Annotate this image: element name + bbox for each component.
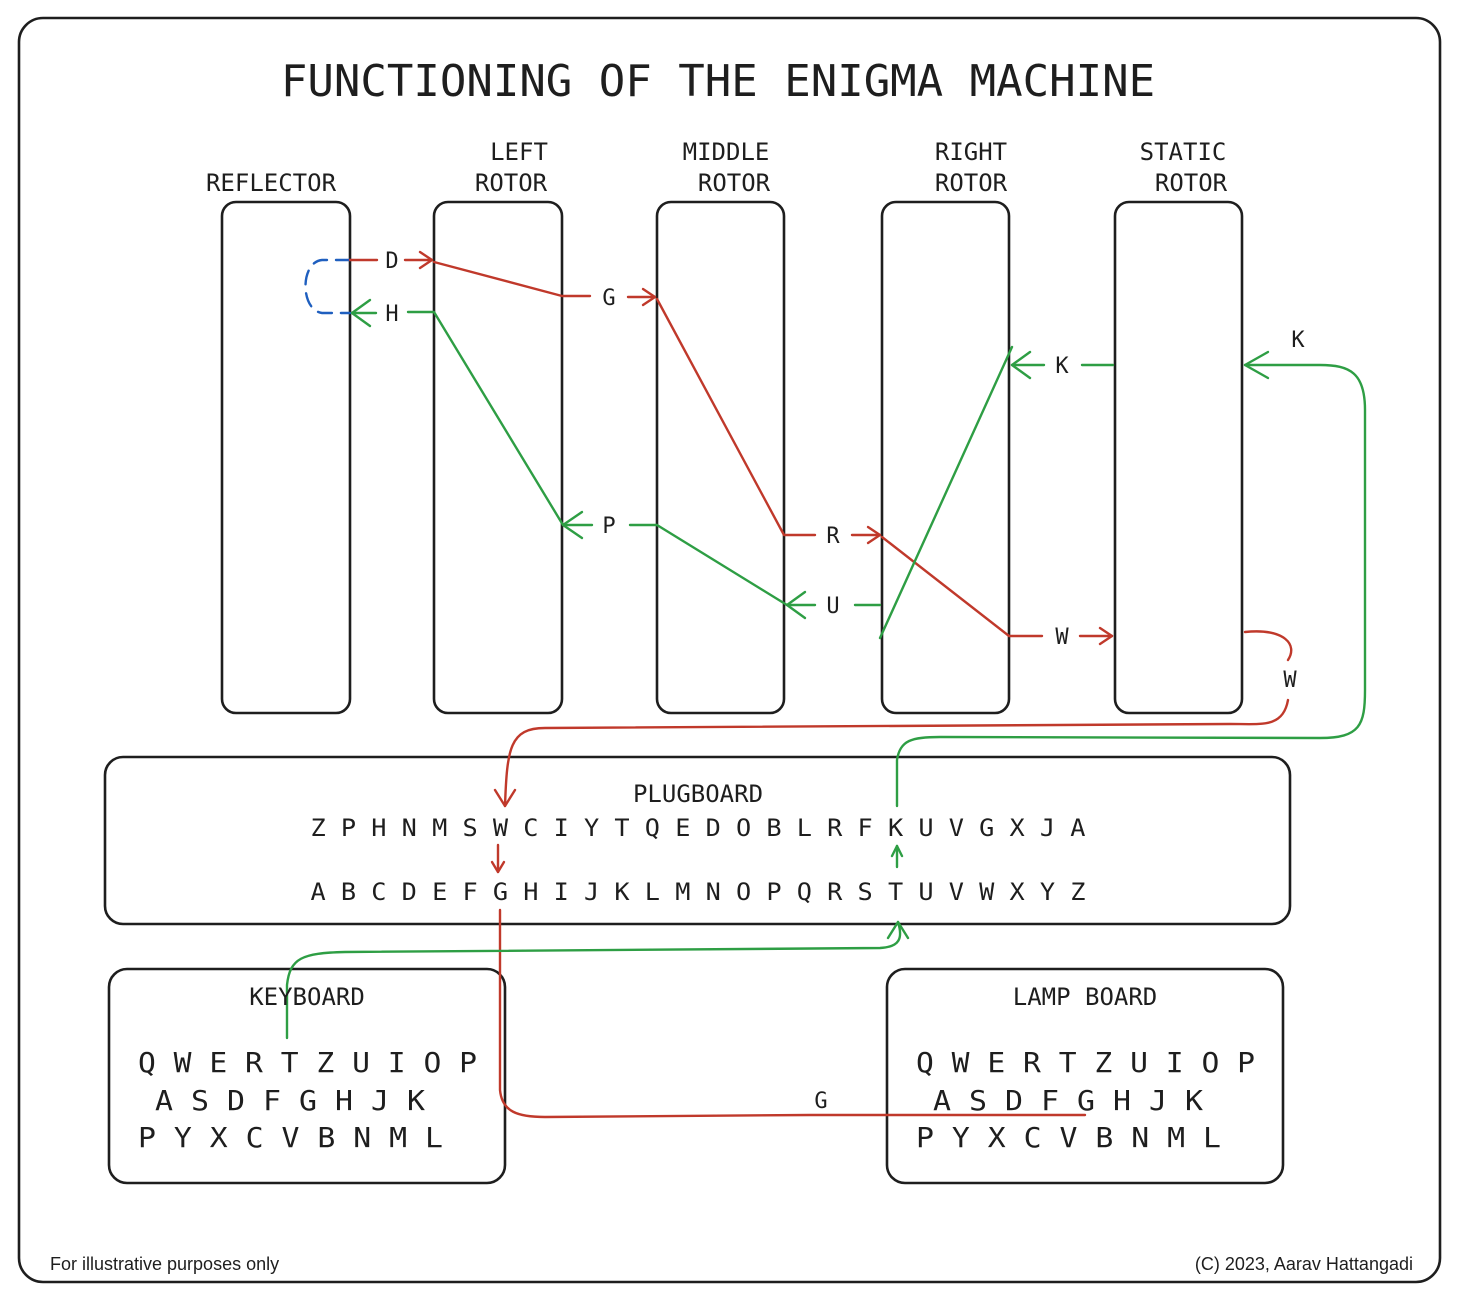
signal-letter-g-lamp: G bbox=[814, 1089, 827, 1114]
arrowhead-g bbox=[641, 287, 657, 307]
left-rotor-wire-p-h bbox=[406, 310, 565, 527]
arrowhead-plugboard-t bbox=[886, 920, 910, 940]
right-rotor-label-line1: RIGHT bbox=[935, 138, 1007, 166]
right-rotor-label-line2: ROTOR bbox=[935, 169, 1008, 197]
arrowhead-h bbox=[350, 298, 372, 328]
static-rotor-box bbox=[1113, 200, 1244, 715]
keyboard-t-to-plugboard bbox=[285, 920, 902, 1040]
plugboard-top-row: Z P H N M S W C I Y T Q E D O B L R F K … bbox=[311, 814, 1087, 842]
static-out-curve bbox=[1243, 630, 1293, 662]
right-rotor-wire-r-w bbox=[880, 535, 1044, 638]
keyboard-row-2: A S D F G H J K bbox=[155, 1084, 425, 1117]
lampboard-row-3: P Y X C V B N M L bbox=[916, 1121, 1221, 1154]
left-rotor-label-line2: ROTOR bbox=[475, 169, 548, 197]
signal-letter-w-right: W bbox=[1055, 625, 1069, 650]
middle-rotor-wire-g-r bbox=[655, 297, 817, 537]
plugboard-box bbox=[103, 755, 1292, 926]
keyboard-box bbox=[107, 967, 507, 1185]
reflector-label: REFLECTOR bbox=[206, 169, 337, 197]
footer-disclaimer: For illustrative purposes only bbox=[50, 1254, 279, 1274]
arrowhead-k bbox=[1010, 350, 1032, 380]
path-to-lamp-g bbox=[498, 908, 1087, 1119]
middle-rotor-wire-u-p bbox=[628, 523, 789, 607]
page-title: FUNCTIONING OF THE ENIGMA MACHINE bbox=[281, 56, 1155, 107]
plugboard-bottom-row: A B C D E F G H I J K L M N O P Q R S T … bbox=[311, 878, 1086, 906]
signal-letter-d: D bbox=[385, 249, 398, 274]
keyboard-label: KEYBOARD bbox=[249, 983, 365, 1011]
right-rotor-wire-k-u bbox=[878, 345, 1014, 640]
signal-letter-k-static-in: K bbox=[1291, 328, 1305, 353]
footer-copyright: (C) 2023, Aarav Hattangadi bbox=[1195, 1254, 1413, 1274]
arrowhead-plugboard-g bbox=[490, 860, 506, 874]
lampboard-box bbox=[885, 967, 1285, 1185]
arrowhead-plugboard-w bbox=[493, 788, 517, 808]
left-rotor-wire-d-g bbox=[432, 260, 592, 298]
arrowhead-plugboard-k bbox=[890, 844, 904, 858]
static-rotor-label-line1: STATIC bbox=[1140, 138, 1227, 166]
signal-letter-p: P bbox=[602, 514, 615, 539]
arrowhead-static-k bbox=[1243, 350, 1270, 380]
lampboard-row-2: A S D F G H J K bbox=[933, 1084, 1203, 1117]
plugboard-label: PLUGBOARD bbox=[633, 780, 763, 808]
outer-frame bbox=[17, 16, 1442, 1284]
reflector-box bbox=[220, 200, 352, 715]
signal-letter-g: G bbox=[602, 286, 615, 311]
arrowhead-r bbox=[866, 525, 882, 545]
signal-letter-u: U bbox=[826, 594, 839, 619]
arrowhead-d bbox=[418, 250, 434, 270]
static-rotor-label-line2: ROTOR bbox=[1155, 169, 1228, 197]
keyboard-row-1: Q W E R T Z U I O P bbox=[138, 1046, 477, 1079]
signal-letter-r: R bbox=[826, 524, 840, 549]
right-rotor-box bbox=[880, 200, 1011, 715]
return-to-plugboard-path bbox=[503, 698, 1290, 808]
plugboard-to-static-path bbox=[895, 363, 1367, 808]
middle-rotor-label-line1: MIDDLE bbox=[683, 138, 770, 166]
lampboard-label: LAMP BOARD bbox=[1013, 983, 1158, 1011]
lampboard-row-1: Q W E R T Z U I O P bbox=[916, 1046, 1255, 1079]
signal-letter-w-static-out: W bbox=[1283, 668, 1297, 693]
left-rotor-label-line1: LEFT bbox=[490, 138, 548, 166]
reflector-link-path bbox=[304, 258, 352, 315]
signal-letter-k-right: K bbox=[1055, 354, 1069, 379]
middle-rotor-label-line2: ROTOR bbox=[698, 169, 771, 197]
arrowhead-w bbox=[1098, 626, 1114, 646]
signal-letter-h: H bbox=[385, 302, 398, 327]
middle-rotor-box bbox=[655, 200, 786, 715]
left-rotor-box bbox=[432, 200, 564, 715]
keyboard-row-3: P Y X C V B N M L bbox=[138, 1121, 443, 1154]
